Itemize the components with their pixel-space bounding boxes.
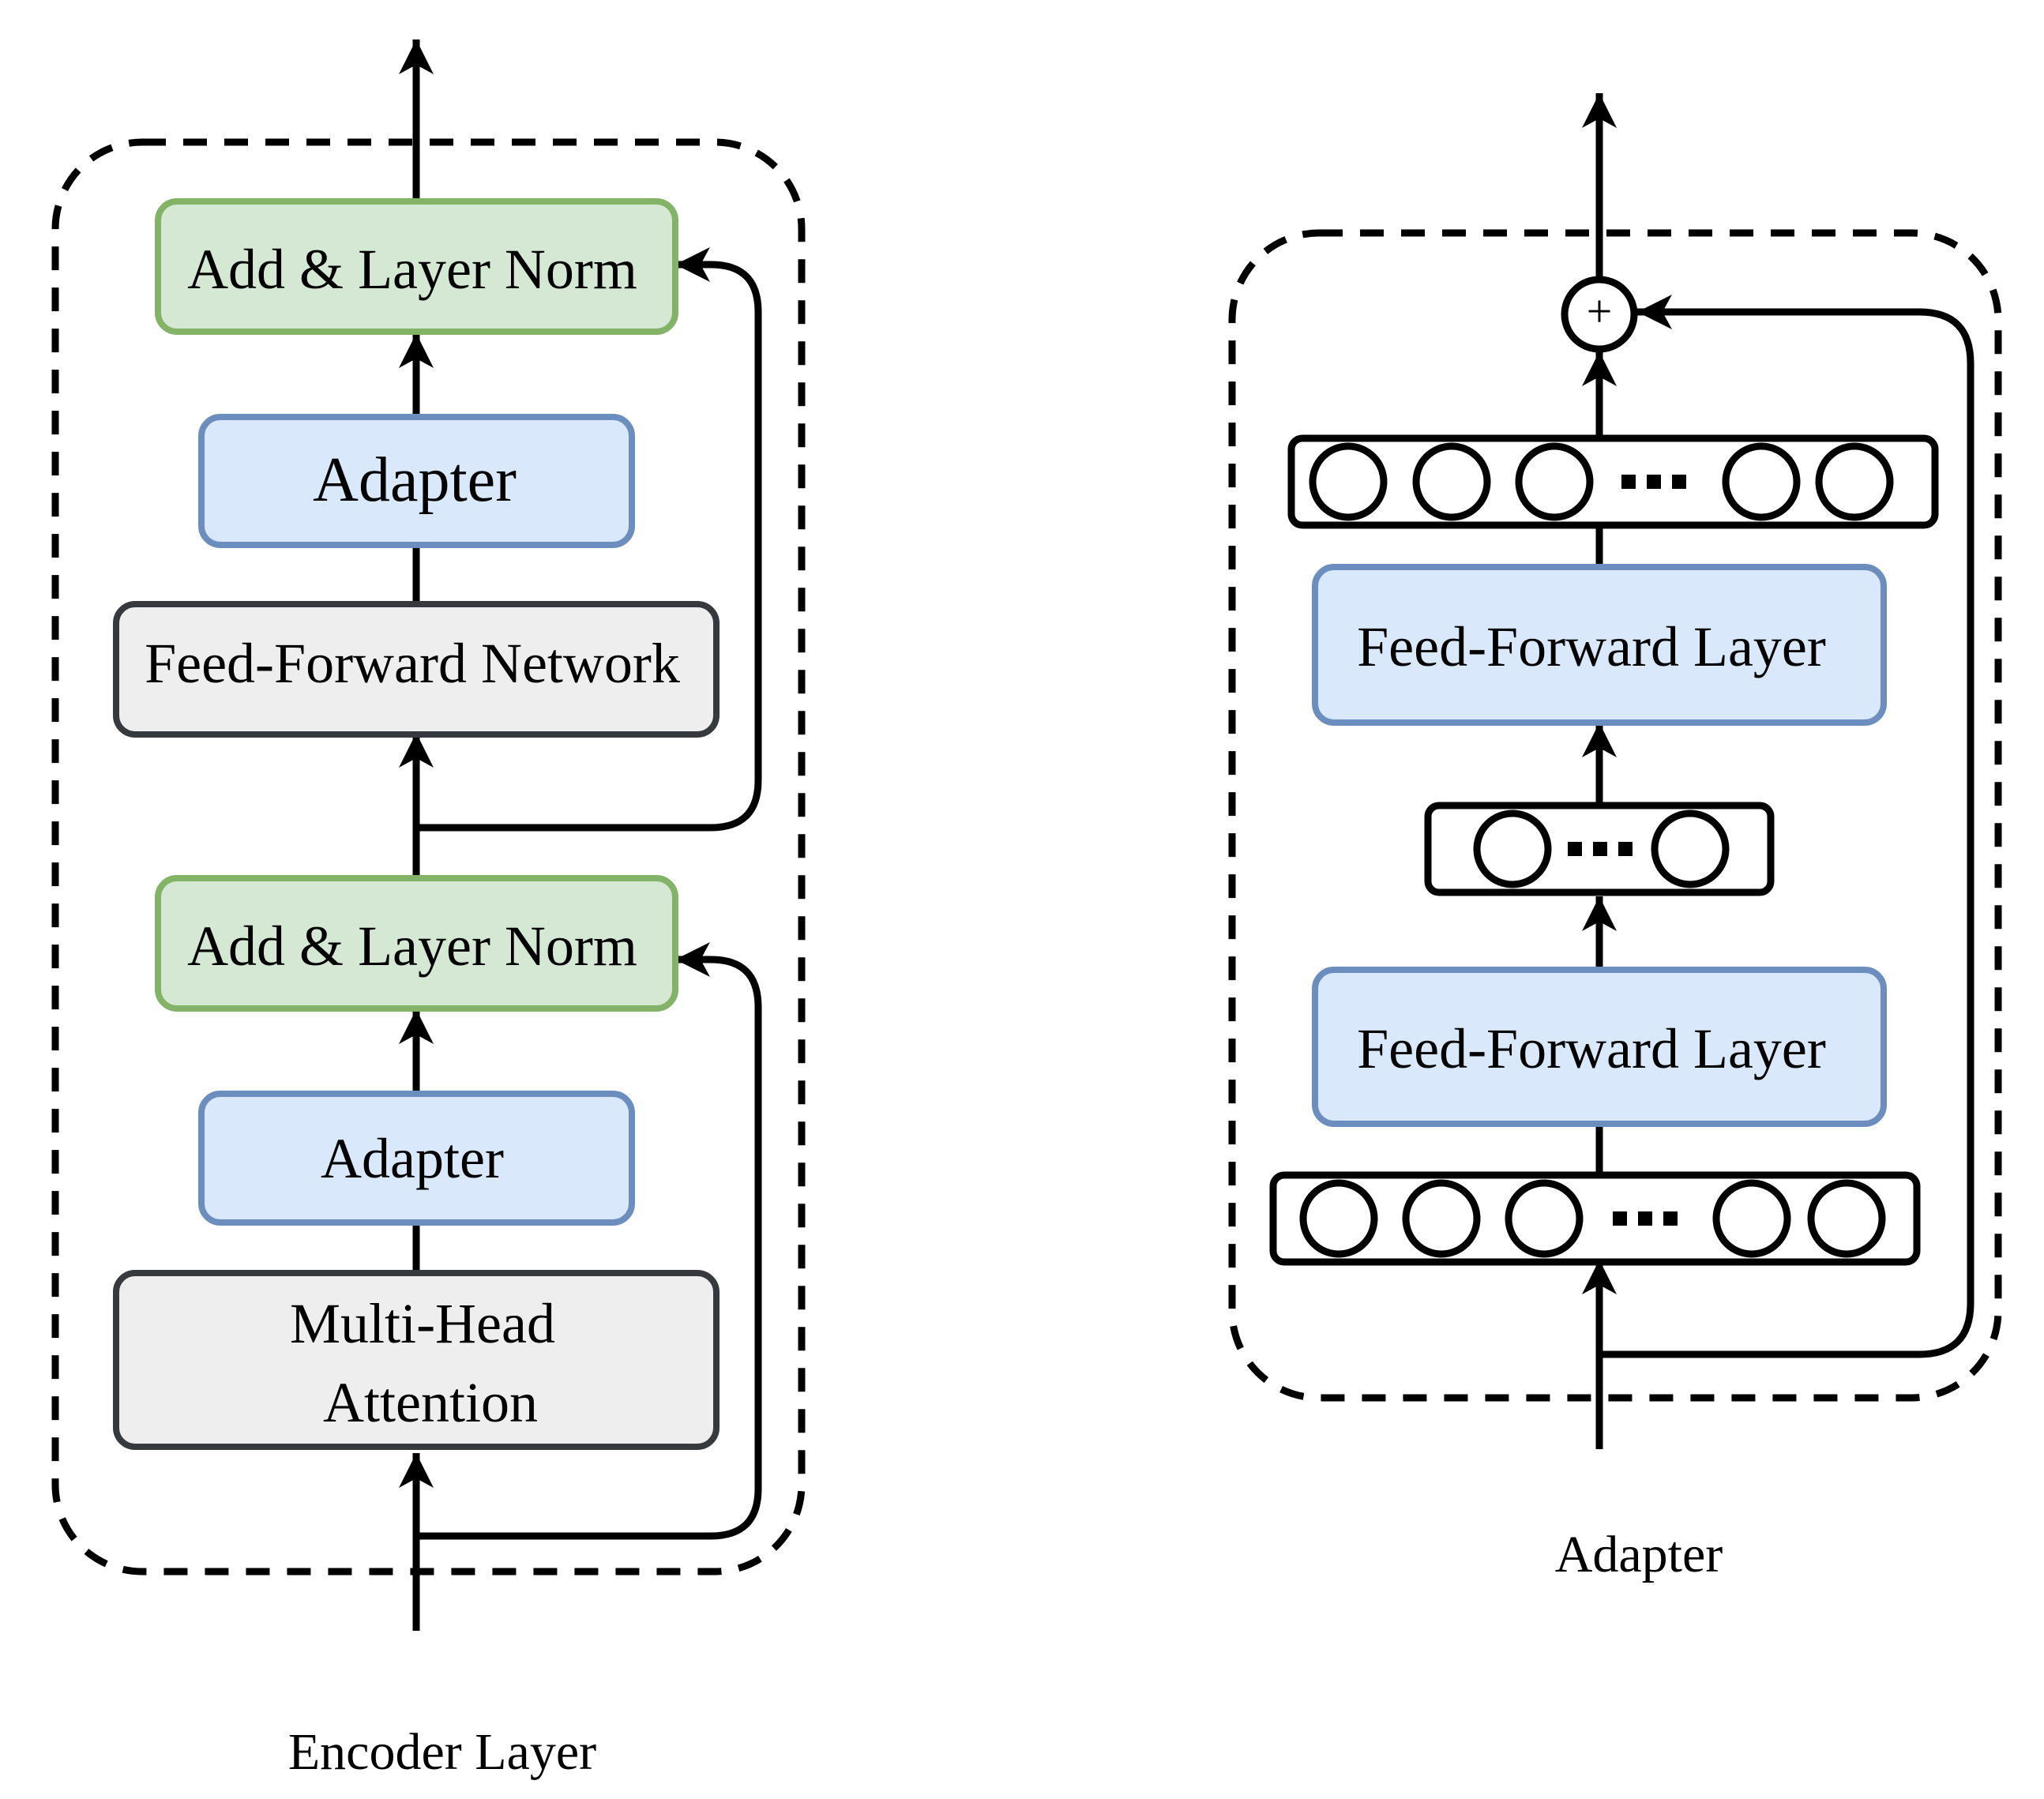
ffn-label: Feed-Forward Network	[145, 632, 680, 695]
input-neuron	[1505, 1179, 1584, 1258]
bottleneck-neuron	[1651, 809, 1730, 888]
encoder-layer: Add & Layer Norm Adapter Feed-Forward Ne…	[51, 39, 806, 1781]
encoder-caption: Encoder Layer	[288, 1723, 596, 1781]
ellipsis-dot	[1638, 1211, 1652, 1226]
add-norm-bottom-label: Add & Layer Norm	[187, 915, 637, 978]
output-neuron	[1722, 442, 1801, 521]
adapter-bottom-box	[198, 1091, 635, 1226]
ellipsis-dot	[1613, 1211, 1627, 1226]
feed-forward-layer-bottom-label: Feed-Forward Layer	[1357, 1017, 1826, 1080]
adapter-top-box	[198, 414, 635, 548]
input-neuron	[1807, 1179, 1886, 1258]
add-norm-top-label: Add & Layer Norm	[187, 238, 637, 301]
multi-head-attention-box	[113, 1270, 720, 1450]
residual-connection-bottom	[416, 942, 762, 1540]
feed-forward-layer-top-label: Feed-Forward Layer	[1357, 615, 1826, 678]
output-neuron	[1309, 442, 1388, 521]
ellipsis-dot	[1663, 1211, 1678, 1226]
input-neuron	[1299, 1179, 1378, 1258]
output-neuron	[1412, 442, 1491, 521]
feed-forward-layer-bottom-box	[1312, 967, 1887, 1127]
input-neuron	[1712, 1179, 1791, 1258]
sum-symbol: +	[1587, 285, 1613, 336]
ffn-box	[113, 601, 720, 738]
ellipsis-dot	[1647, 475, 1661, 489]
sum-node	[1561, 276, 1638, 353]
encoder-dashed-frame	[51, 138, 806, 1576]
ellipsis-dot	[1621, 475, 1636, 489]
adapter-top-label: Adapter	[313, 445, 517, 515]
output-neuron	[1815, 442, 1894, 521]
adapter-dashed-frame	[1228, 229, 2002, 1402]
ellipsis-dot	[1568, 842, 1582, 856]
multi-head-attention-label-line2: Attention	[323, 1371, 538, 1434]
adapter-skip-connection	[1599, 295, 1974, 1358]
input-neuron	[1402, 1179, 1481, 1258]
multi-head-attention-label-line1: Multi-Head	[290, 1292, 555, 1355]
adapter-module: + Feed-Forward Layer Feed-Forward Layer	[1228, 93, 2002, 1583]
feed-forward-layer-top-box	[1312, 564, 1887, 726]
add-norm-top-box	[155, 198, 678, 335]
ellipsis-dot	[1593, 842, 1607, 856]
bottleneck-neuron	[1473, 809, 1552, 888]
adapter-bottom-label: Adapter	[321, 1127, 504, 1190]
output-neuron	[1515, 442, 1594, 521]
residual-connection-top	[416, 247, 762, 832]
add-norm-bottom-box	[155, 875, 678, 1012]
ellipsis-dot	[1672, 475, 1686, 489]
ellipsis-dot	[1618, 842, 1633, 856]
adapter-caption: Adapter	[1555, 1526, 1723, 1583]
